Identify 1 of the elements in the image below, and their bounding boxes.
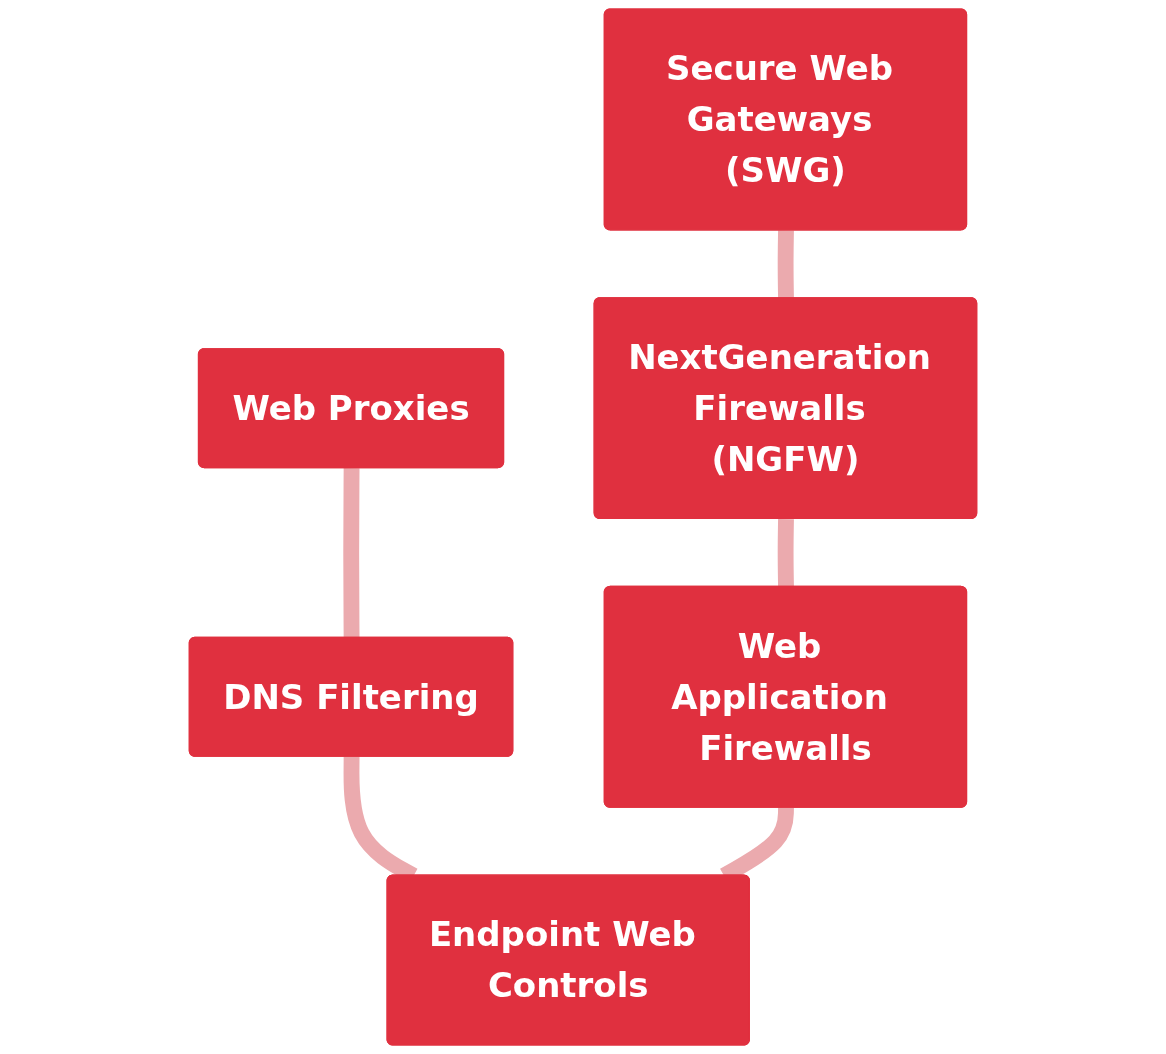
connector	[343, 468, 360, 638]
